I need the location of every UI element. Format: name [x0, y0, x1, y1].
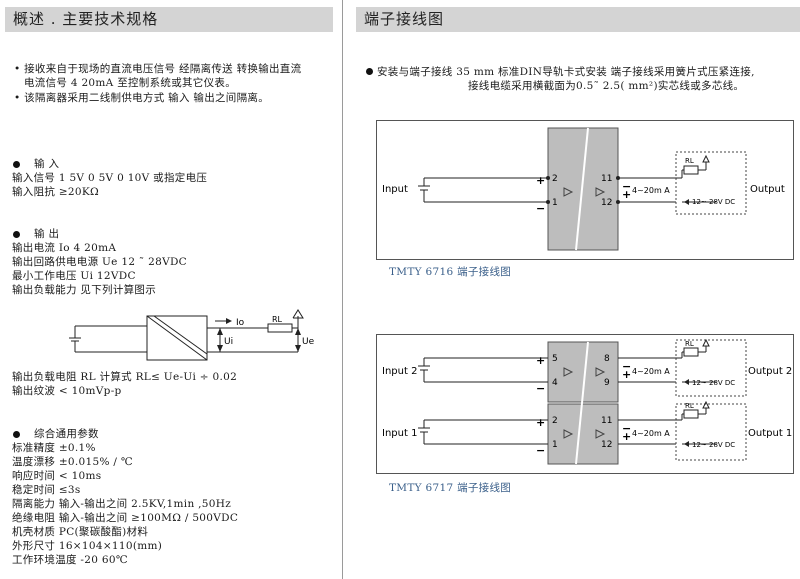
terminal-2: 2	[552, 416, 558, 426]
bullet-icon	[13, 161, 20, 168]
terminal-1: 1	[552, 440, 558, 450]
install-line-1: 安装与端子接线 35 mm 标准DIN导轨卡式安装 端子接线采用簧片式压紧连接,	[377, 66, 755, 78]
output-section-title: 输 出	[34, 228, 60, 240]
terminal-11: 11	[601, 416, 612, 426]
spec-accuracy: 标准精度 ±0.1%	[12, 442, 96, 454]
svg-text:+: +	[536, 416, 545, 429]
column-divider	[342, 0, 343, 579]
bullet-icon	[366, 68, 373, 75]
terminal-1: 1	[552, 198, 558, 208]
overview-line-1: • 接收来自于现场的直流电压信号 经隔离传送 转换输出直流	[14, 63, 302, 75]
svg-text:+: +	[622, 368, 631, 381]
install-line-2: 接线电缆采用横截面为0.5˜ 2.5( mm²)实芯线或多芯线。	[468, 80, 745, 92]
current-range-top: 4~20m A	[632, 367, 670, 376]
rl-label: RL	[685, 157, 694, 165]
terminal-12: 12	[601, 198, 612, 208]
svg-text:−: −	[536, 202, 545, 215]
input-signal: 输入信号 1 5V 0 5V 0 10V 或指定电压	[12, 172, 208, 184]
terminal-5: 5	[552, 354, 558, 364]
spec-isolation: 隔离能力 输入-输出之间 2.5KV,1min ,50Hz	[12, 498, 232, 510]
overview-line-3: • 该隔离器采用二线制供电方式 输入 输出之间隔离。	[14, 92, 270, 104]
current-range: 4~20m A	[632, 186, 670, 195]
spec-settling-time: 稳定时间 ≤3s	[12, 484, 81, 496]
terminal-4: 4	[552, 378, 558, 388]
input-2-label: Input 2	[382, 366, 417, 377]
svg-text:+: +	[622, 430, 631, 443]
svg-text:−: −	[536, 444, 545, 457]
terminal-12: 12	[601, 440, 612, 450]
rl-label-top: RL	[685, 340, 694, 348]
terminal-9: 9	[604, 378, 610, 388]
rl-label-bottom: RL	[685, 402, 694, 410]
svg-text:+: +	[536, 174, 545, 187]
svg-text:−: −	[622, 360, 631, 373]
overview-line-2: 电流信号 4 20mA 至控制系统或其它仪表。	[24, 77, 236, 89]
supply-label: 12~ 28V DC	[692, 198, 735, 206]
current-range-bottom: 4~20m A	[632, 429, 670, 438]
load-calculation-diagram: Io RL Ui Ue	[69, 309, 315, 361]
supply-label-top: 12~ 28V DC	[692, 379, 735, 387]
caption-6716: TMTY 6716 端子接线图	[389, 266, 512, 278]
output-2-label: Output 2	[748, 366, 792, 377]
spec-ambient-temp: 工作环境温度 -20 60℃	[12, 554, 128, 566]
spec-response-time: 响应时间 < 10ms	[12, 470, 102, 482]
input-section-title: 输 入	[34, 158, 60, 170]
general-section-title: 综合通用参数	[34, 428, 99, 440]
bullet-icon	[13, 431, 20, 438]
wiring-diagram-6717: + − + − − + − + Input 2 Input 1 Output 2…	[376, 334, 794, 474]
output-label: Output	[750, 184, 785, 195]
output-ripple: 输出纹波 < 10mVp-p	[12, 385, 122, 397]
section-header-overview: 概述 . 主要技术规格	[5, 7, 333, 32]
input-label: Input	[382, 184, 408, 195]
spec-dimensions: 外形尺寸 16×104×110(mm)	[12, 540, 163, 552]
output-load-capacity: 输出负载能力 见下列计算图示	[12, 284, 157, 296]
svg-text:−: −	[536, 382, 545, 395]
ue-label: Ue	[302, 337, 315, 347]
rl-label: RL	[272, 315, 283, 324]
ui-label: Ui	[224, 337, 233, 347]
terminal-11: 11	[601, 174, 612, 184]
svg-text:+: +	[622, 188, 631, 201]
terminal-2: 2	[552, 174, 558, 184]
output-load-formula: 输出负载电阻 RL 计算式 RL≤ Ue-Ui ÷ 0.02	[12, 371, 238, 383]
svg-text:+: +	[536, 354, 545, 367]
bullet-icon	[13, 231, 20, 238]
input-1-label: Input 1	[382, 428, 417, 439]
svg-text:−: −	[622, 422, 631, 435]
section-header-wiring: 端子接线图	[356, 7, 800, 32]
spec-temp-drift: 温度漂移 ±0.015% / ℃	[12, 456, 133, 468]
terminal-8: 8	[604, 354, 610, 364]
output-current: 输出电流 Io 4 20mA	[12, 242, 117, 254]
caption-6717: TMTY 6717 端子接线图	[389, 482, 512, 494]
output-min-voltage: 最小工作电压 Ui 12VDC	[12, 270, 136, 282]
output-supply: 输出回路供电电源 Ue 12 ˜ 28VDC	[12, 256, 188, 268]
supply-label-bottom: 12~ 28V DC	[692, 441, 735, 449]
wiring-diagram-6716: + − − + Input Output 2 1 11 12 4~20m A R…	[376, 120, 794, 260]
input-impedance: 输入阻抗 ≥20KΩ	[12, 186, 100, 198]
spec-housing: 机壳材质 PC(聚碳酸酯)材料	[12, 526, 149, 538]
svg-text:−: −	[622, 180, 631, 193]
spec-insulation: 绝缘电阻 输入-输出之间 ≥100MΩ / 500VDC	[12, 512, 239, 524]
io-label: Io	[236, 318, 245, 328]
output-1-label: Output 1	[748, 428, 792, 439]
